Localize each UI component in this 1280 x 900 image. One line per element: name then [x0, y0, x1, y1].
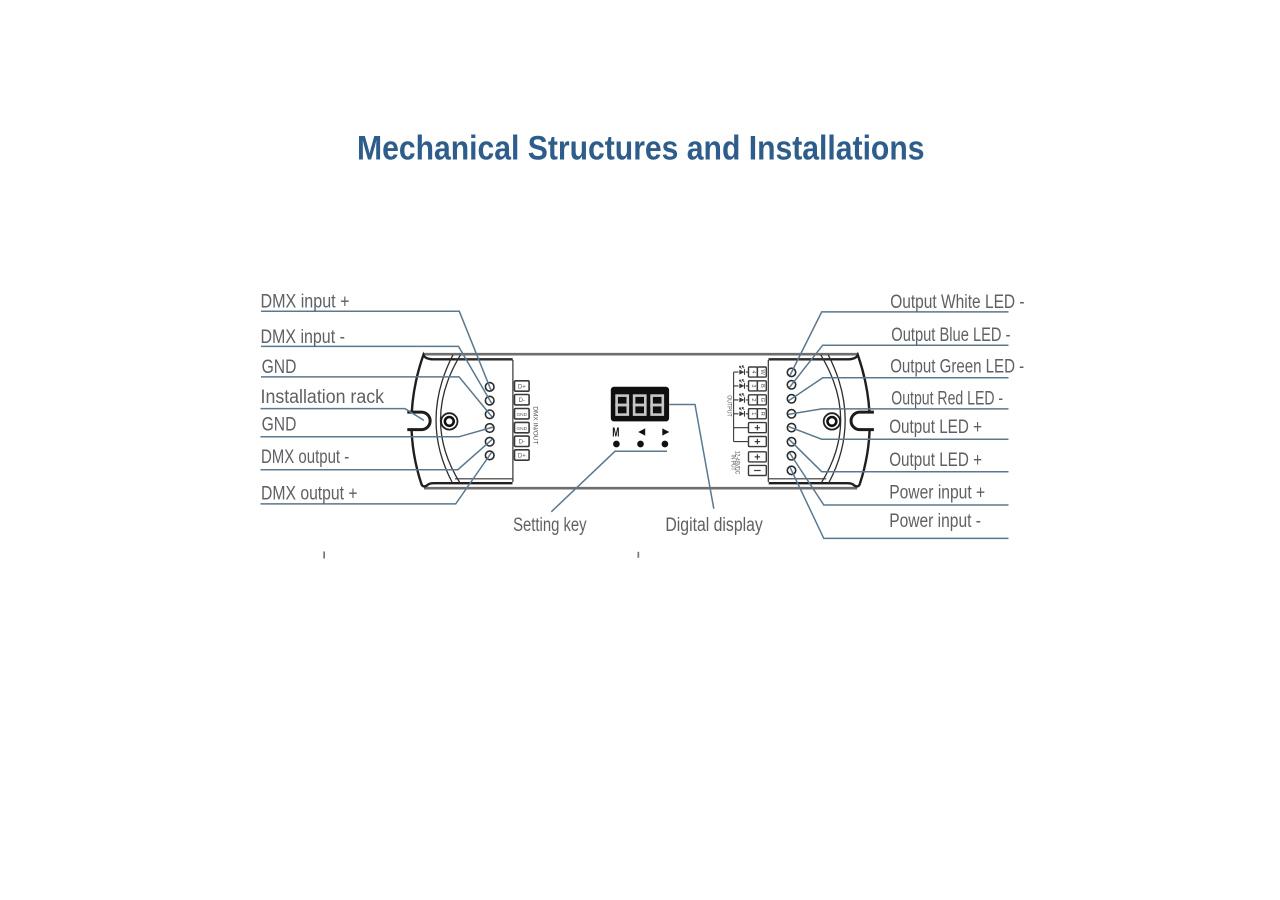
svg-text:4: 4	[750, 371, 756, 374]
svg-text:GND: GND	[516, 412, 527, 418]
svg-text:Output Red LED -: Output Red LED -	[891, 389, 1003, 410]
svg-text:W: W	[759, 369, 765, 375]
svg-text:IN PUT: IN PUT	[730, 455, 736, 471]
svg-text:Installation rack: Installation rack	[261, 387, 385, 408]
svg-text:B: B	[759, 384, 765, 388]
svg-text:GND: GND	[516, 426, 527, 432]
svg-text:OUTPUT: OUTPUT	[726, 395, 733, 417]
svg-text:1: 1	[750, 412, 756, 415]
svg-text:GND: GND	[262, 415, 297, 436]
svg-text:Power input -: Power input -	[889, 511, 981, 532]
svg-text:Output Green LED -: Output Green LED -	[890, 356, 1024, 377]
svg-text:DMX IN/OUT: DMX IN/OUT	[532, 406, 539, 444]
svg-text:R: R	[759, 412, 765, 416]
svg-text:DMX output +: DMX output +	[261, 483, 358, 504]
svg-text:D-: D-	[519, 440, 525, 446]
svg-text:GND: GND	[262, 357, 297, 378]
svg-text:DMX input +: DMX input +	[261, 291, 350, 312]
svg-text:3: 3	[750, 384, 756, 387]
svg-text:Output LED +: Output LED +	[889, 417, 982, 438]
svg-text:Output Blue LED -: Output Blue LED -	[891, 325, 1010, 346]
svg-text:Digital display: Digital display	[665, 515, 763, 536]
svg-text:Output White LED -: Output White LED -	[890, 292, 1024, 313]
svg-text:DMX input -: DMX input -	[261, 327, 345, 348]
svg-text:Mechanical Structures and Inst: Mechanical Structures and Installations	[357, 129, 925, 167]
svg-text:D-: D-	[519, 398, 525, 404]
svg-text:Setting key: Setting key	[513, 515, 587, 536]
svg-text:D+: D+	[518, 453, 526, 459]
svg-text:Power input +: Power input +	[889, 483, 985, 504]
svg-text:Output LED +: Output LED +	[889, 450, 982, 471]
svg-text:G: G	[759, 398, 765, 402]
svg-text:DMX output -: DMX output -	[261, 447, 349, 468]
svg-text:2: 2	[750, 398, 756, 401]
svg-text:D+: D+	[518, 384, 526, 390]
svg-text:M: M	[612, 424, 619, 439]
svg-text:12-48VDC: 12-48VDC	[734, 451, 740, 475]
